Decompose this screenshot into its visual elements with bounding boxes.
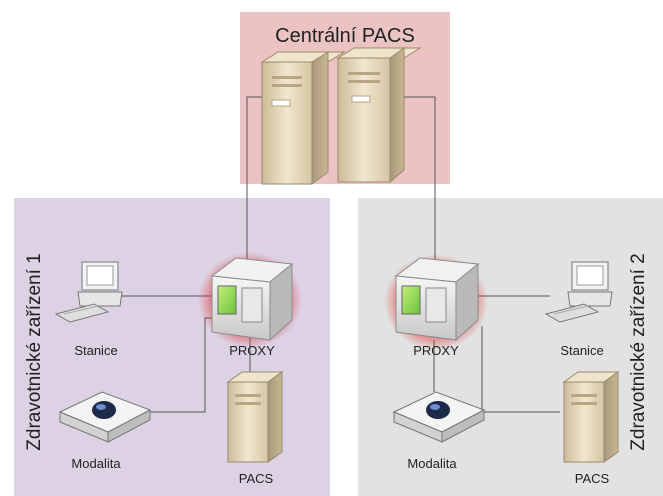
proxy1-device xyxy=(198,252,302,348)
station2-label: Stanice xyxy=(560,343,603,358)
central-server-right xyxy=(336,47,422,184)
site1-zone xyxy=(14,198,330,496)
central-title: Centrální PACS xyxy=(275,25,415,47)
proxy1-label: PROXY xyxy=(229,343,275,358)
modality2-label: Modalita xyxy=(407,456,457,471)
station1-computer xyxy=(54,261,123,323)
proxy2-label: PROXY xyxy=(413,343,459,358)
pacs1-label: PACS xyxy=(239,471,274,486)
modality1-label: Modalita xyxy=(71,456,121,471)
central-server-left xyxy=(260,51,346,185)
modality1-device xyxy=(58,391,152,443)
site1-title: Zdravotnické zařízení 1 xyxy=(24,253,45,450)
pacs2-server xyxy=(562,371,620,463)
station1-label: Stanice xyxy=(74,343,117,358)
pacs2-label: PACS xyxy=(575,471,610,486)
pacs1-server xyxy=(226,371,284,463)
proxy2-device xyxy=(384,254,488,350)
station2-computer xyxy=(544,261,613,323)
modality2-device xyxy=(392,391,486,443)
site2-title: Zdravotnické zařízení 2 xyxy=(628,253,649,450)
